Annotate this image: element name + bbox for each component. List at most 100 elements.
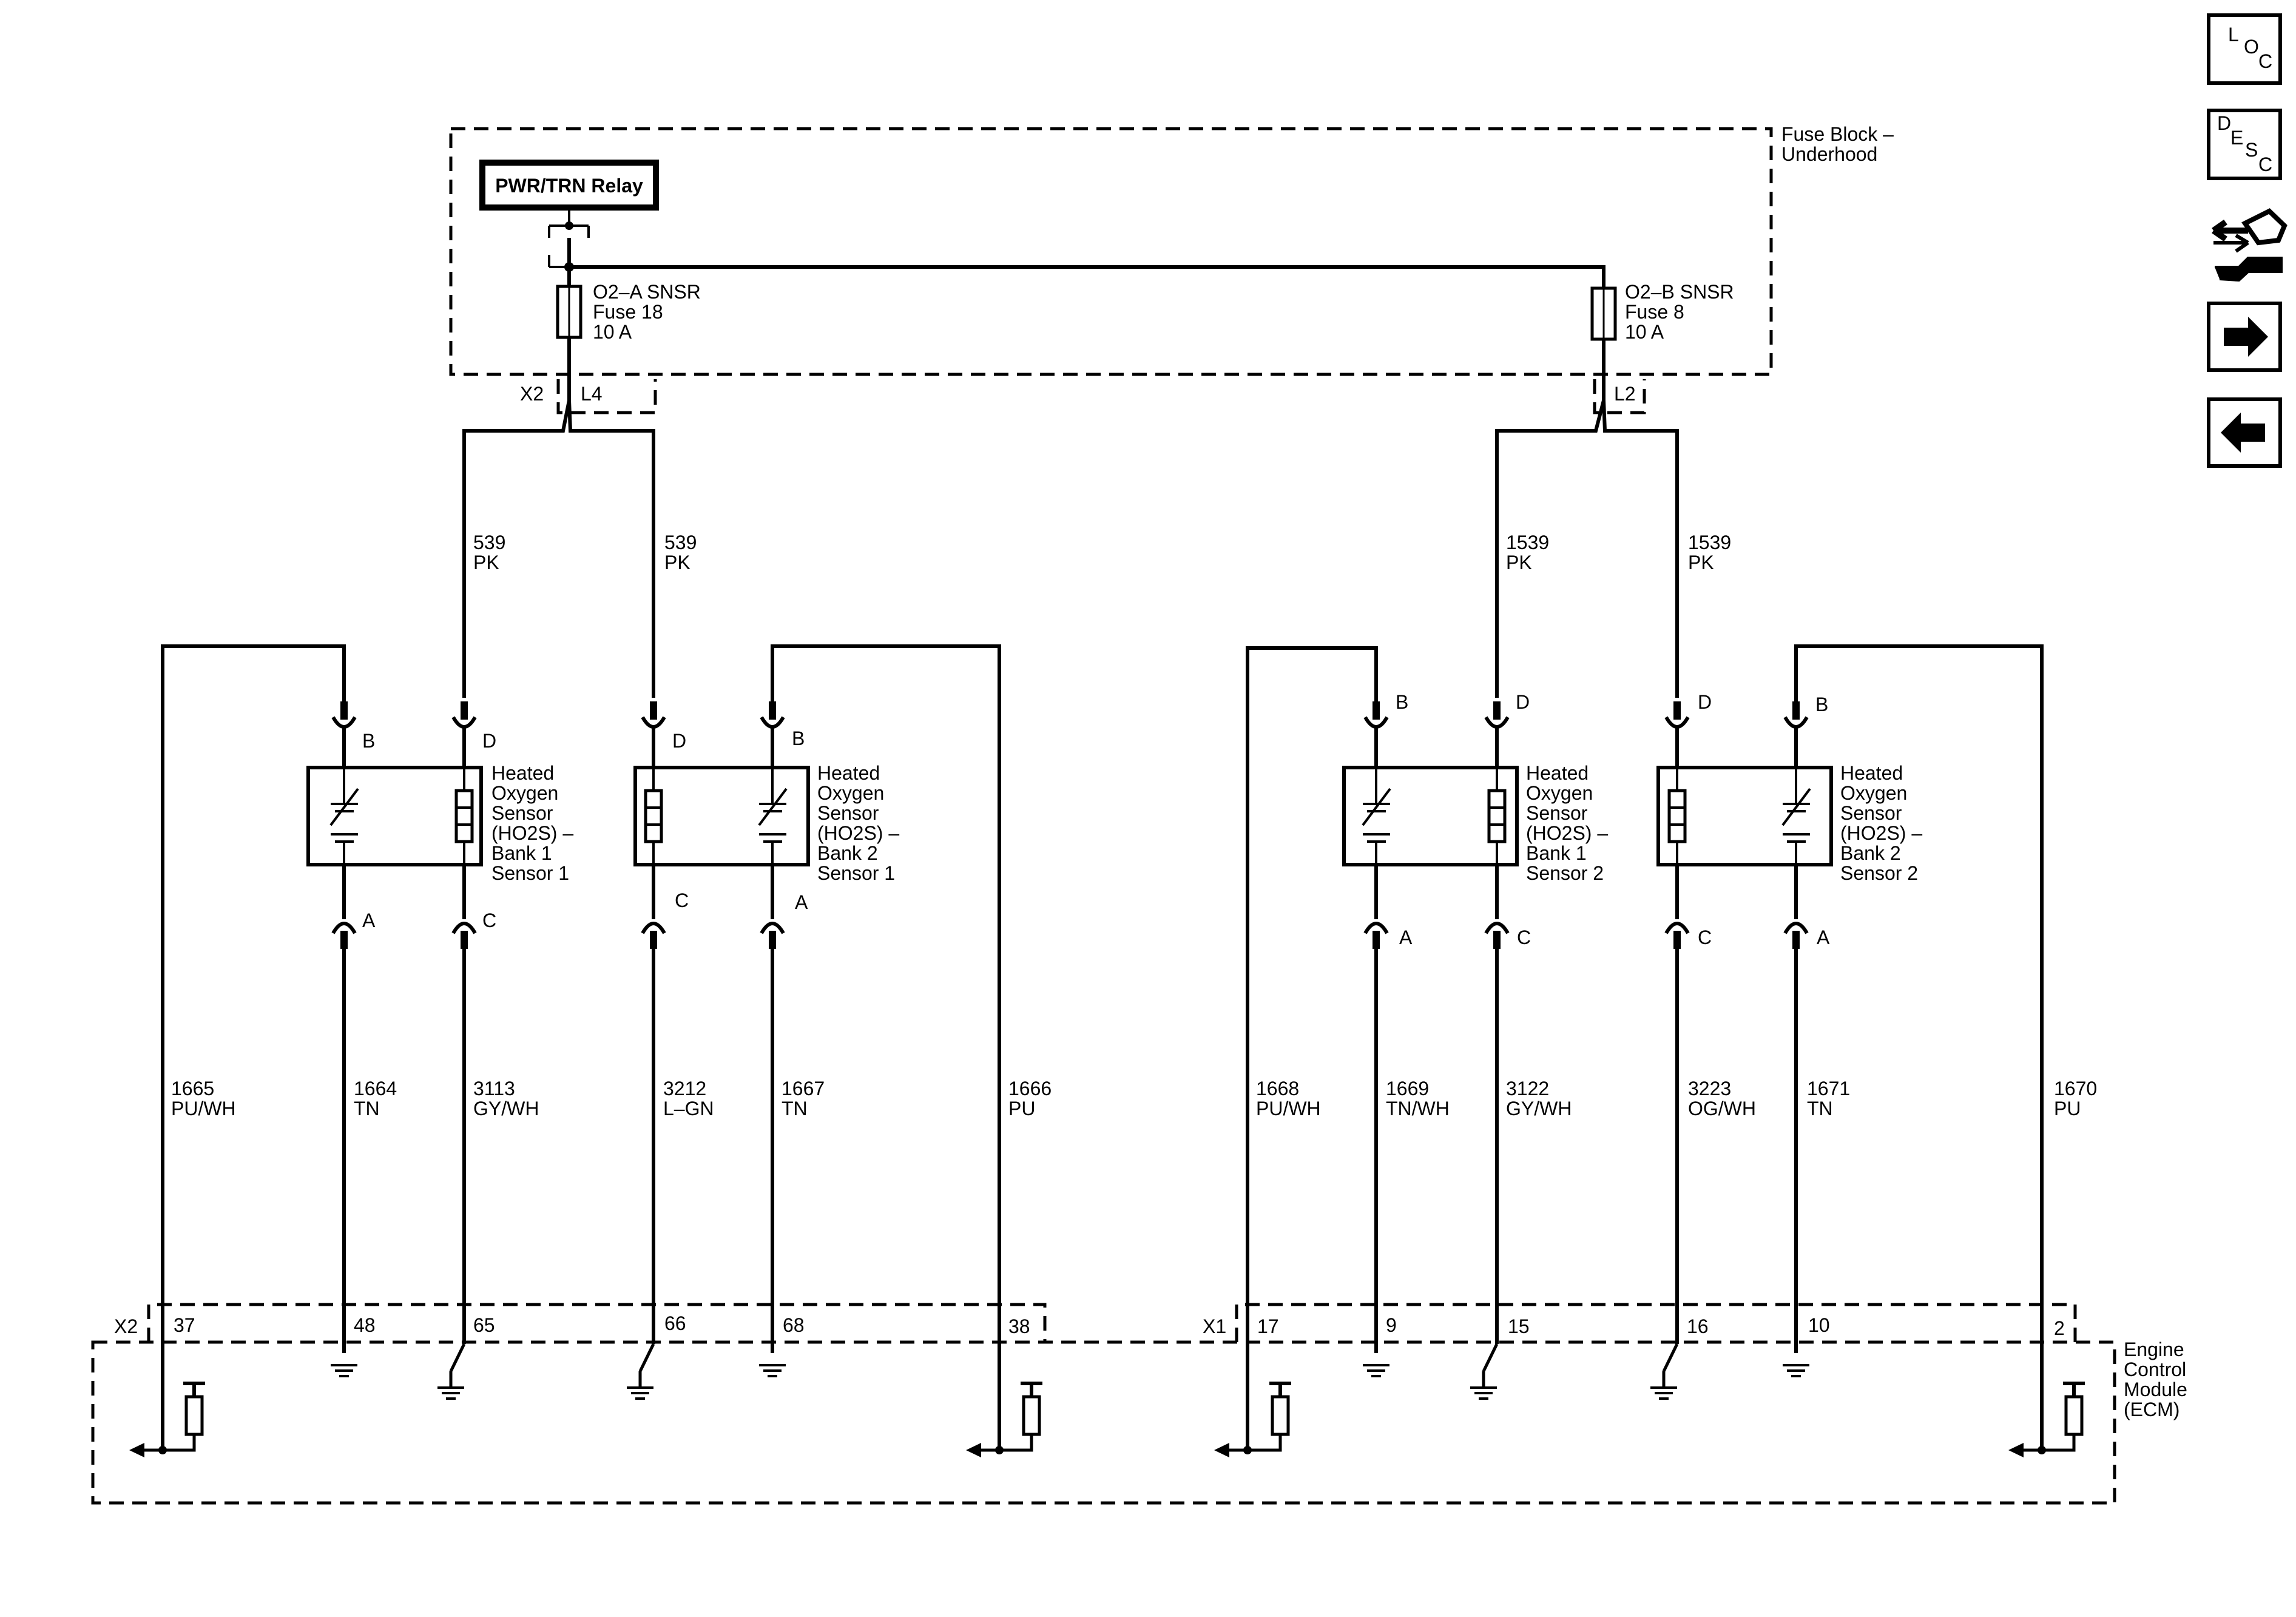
connector-tools-icon[interactable] [2212,208,2288,282]
pin-label-s1-br: C [482,910,496,931]
sensor-3-label-4: (HO2S) – [1526,822,1608,844]
wire-4-color: L–GN [663,1098,714,1119]
sensor-3-label-5: Bank 1 [1526,842,1587,864]
feed-3-number: 1539 [1506,532,1549,553]
connector-terminal-icon [331,701,357,729]
switch-to-ground-icon [437,1343,466,1400]
sensor-bank1-sensor1: Heated Oxygen Sensor (HO2S) – Bank 1 Sen… [306,762,573,884]
pin-label-s1-bl: A [362,910,376,931]
connector-terminal-icon [1664,701,1690,729]
wire-6-color: PU [1008,1098,1035,1119]
sensor-element-icon [329,768,359,865]
pwr-trn-relay: PWR/TRN Relay [479,160,659,238]
fuse-a-rating: 10 A [593,321,632,343]
sensor-1-label-6: Sensor 1 [491,862,569,884]
sensor-4-label-1: Heated [1840,762,1903,784]
ecm-pin-65: 65 [473,1314,495,1336]
connector-x2-outline [556,379,657,414]
pin-label-s4-tr: B [1815,694,1828,715]
ecm-pin-66: 66 [664,1312,686,1334]
fuse-b-number: Fuse 8 [1625,301,1684,323]
ecm-pin-15: 15 [1508,1315,1530,1337]
wire-12-color: PU [2054,1098,2081,1119]
fuse-b-name: O2–B SNSR [1625,281,1734,303]
sensor-bank1-sensor2: Heated Oxygen Sensor (HO2S) – Bank 1 Sen… [1342,762,1608,884]
sensor-3-label-6: Sensor 2 [1526,862,1604,884]
connector-terminal-icon [1664,922,1690,949]
connector-l2-outline [1593,379,1646,414]
connector-x1-ecm-outline [1235,1303,2077,1342]
ground-icon [1363,1364,1389,1377]
ecm-label-3: Module [2124,1379,2187,1400]
heater-element-icon [1487,768,1507,865]
sensor-2-label-1: Heated [817,762,880,784]
feed-1-color: PK [473,552,499,573]
pin-label-s2-tr: B [792,727,805,749]
fuse-a-number: Fuse 18 [593,301,663,323]
wire-9-color: GY/WH [1506,1098,1572,1119]
nav-desc-button[interactable]: D E S C [2207,109,2282,180]
wire-7-number: 1668 [1256,1078,1299,1099]
wire-10-color: OG/WH [1688,1098,1756,1119]
sensor-element-icon [1781,768,1811,865]
nav-back-button[interactable] [2207,397,2282,468]
sensor-2-label-5: Bank 2 [817,842,878,864]
feed-4-color: PK [1688,552,1714,573]
ecm-pin-16: 16 [1687,1315,1709,1337]
feed-2-number: 539 [664,532,697,553]
loc-letter-c: C [2258,50,2272,72]
wire-11-color: TN [1807,1098,1833,1119]
sensor-2-label-4: (HO2S) – [817,822,899,844]
ecm-pin-37: 37 [174,1314,195,1336]
loc-letter-l: L [2228,24,2239,46]
desc-letter-e: E [2230,127,2243,149]
arrow-left-icon [2221,413,2265,453]
sensor-3-label-1: Heated [1526,762,1589,784]
engine-control-module: X2 X1 Engine Control Module (ECM) 37 48 … [91,1303,2187,1505]
sensor-1-label-5: Bank 1 [491,842,552,864]
desc-letter-s: S [2245,139,2258,161]
wire-3-color: GY/WH [473,1098,539,1119]
heater-element-icon [1667,768,1687,865]
ecm-pin-10: 10 [1808,1314,1830,1336]
ground-icon [759,1364,786,1377]
connector-terminal-icon [641,922,666,949]
nav-loc-button[interactable]: L O C [2207,13,2282,85]
connector-x2-label: X2 [520,383,544,405]
feed-4-number: 1539 [1688,532,1731,553]
ecm-pin-38: 38 [1008,1315,1030,1337]
switch-to-ground-icon [1470,1343,1499,1400]
pin-label-s2-tl: D [672,730,686,752]
connector-terminal-icon [760,701,785,729]
sensor-1-label-4: (HO2S) – [491,822,573,844]
fuse-block-label-2: Underhood [1781,143,1877,165]
pin-label-s4-br: A [1817,927,1830,948]
sensor-4-label-3: Sensor [1840,802,1902,824]
feed-3-color: PK [1506,552,1532,573]
loc-letter-o: O [2244,36,2259,58]
sensor-element-icon [1362,768,1391,865]
connector-terminal-icon [1363,701,1389,729]
relay-label: PWR/TRN Relay [495,175,643,197]
sensor-1-label-2: Oxygen [491,782,558,804]
ground-icon [1783,1364,1809,1377]
ecm-outline [91,1340,2116,1505]
switch-to-ground-icon [1650,1343,1679,1400]
ecm-label-1: Engine [2124,1338,2184,1360]
heater-element-icon [454,768,474,865]
pull-up-resistor-icon [1214,1382,1291,1457]
sensor-4-label-5: Bank 2 [1840,842,1901,864]
connector-terminal-icon [451,922,477,949]
ecm-connector-x2-label: X2 [114,1315,138,1337]
pin-label-s3-tr: D [1516,691,1530,713]
fuse-b: O2–B SNSR Fuse 8 10 A [1590,281,1734,400]
pin-l4-label: L4 [581,383,603,405]
sensor-2-label-6: Sensor 1 [817,862,895,884]
connector-x2-ecm-outline [147,1303,1047,1342]
wire-3-number: 3113 [473,1078,515,1099]
connector-terminal-icon [1783,922,1809,949]
nav-next-button[interactable] [2207,302,2282,372]
connector-terminal-icon [641,701,666,729]
connector-terminal-icon [1363,922,1389,949]
ecm-pin-68: 68 [783,1314,805,1336]
